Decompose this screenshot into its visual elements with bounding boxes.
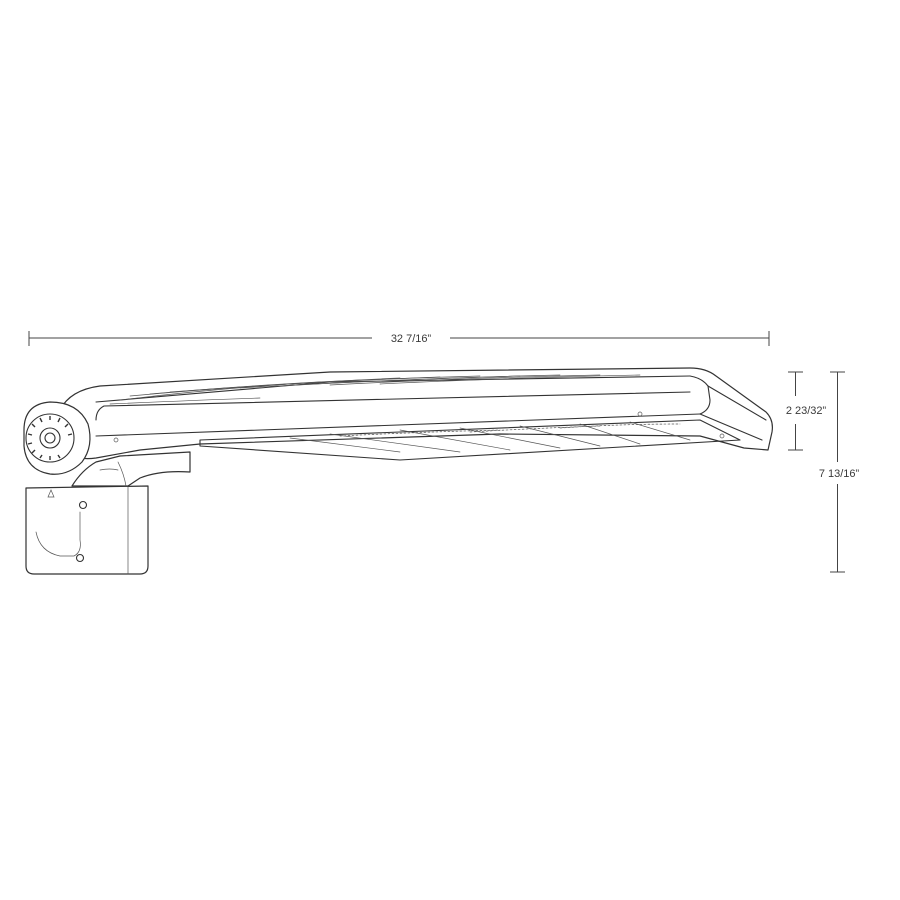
overall-height-label: 7 13/16” xyxy=(819,468,860,480)
wall-mount-bracket xyxy=(25,485,149,575)
mount-screw-bottom xyxy=(75,553,85,563)
tilt-adjustment-dial xyxy=(23,401,91,475)
head-height-label: 2 23/32” xyxy=(786,405,827,417)
heat-sink-fins xyxy=(109,374,641,405)
overall-length-label: 32 7/16” xyxy=(391,333,432,345)
head-height-dimension: 2 23/32” xyxy=(786,371,827,451)
led-lens-array xyxy=(199,419,741,461)
dial-tick-marks xyxy=(27,416,73,460)
mount-knuckle xyxy=(71,451,191,487)
housing-screw-right xyxy=(637,411,643,417)
housing-screw-left xyxy=(113,437,119,443)
housing-screw-front xyxy=(719,433,725,439)
overall-length-dimension: 32 7/16” xyxy=(28,331,770,346)
mount-screw-top xyxy=(78,500,88,510)
fixture-head xyxy=(59,367,773,461)
overall-height-dimension: 7 13/16” xyxy=(819,371,860,573)
